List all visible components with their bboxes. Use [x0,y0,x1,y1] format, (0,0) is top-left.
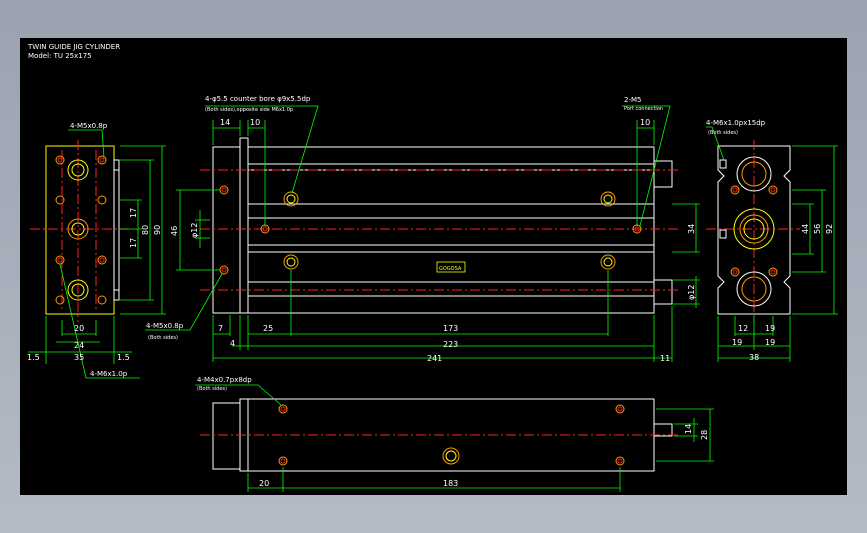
dim-front-4: 4 [230,339,235,348]
front-holes [219,185,642,275]
callout-port: 2-M5 [624,96,641,104]
dim-bottom-183: 183 [443,479,458,488]
callout-counter-bore: 4-φ5.5 counter bore φ9x5.5dp [205,95,311,103]
bottom-end-plate [212,402,241,470]
dim-front-11: 11 [660,354,670,363]
dim-left-17b: 17 [129,238,138,248]
left-view-taps [55,155,107,305]
callout-front-tap: 4-M5x0.8p [70,122,108,130]
dim-front-7: 7 [218,324,223,333]
cad-drawing: TWIN GUIDE JIG CYLINDER Model: TU 25x175 [27,43,838,492]
dim-front-25: 25 [263,324,273,333]
dim-front-241: 241 [427,354,442,363]
front-end-plate [212,146,241,314]
cad-drawing-canvas[interactable]: TWIN GUIDE JIG CYLINDER Model: TU 25x175 [20,38,847,495]
callout-right-tap: 4-M6x1.0px15dp [706,119,766,127]
left-view-bores [67,159,89,301]
callout-side-tap: 4-M5x0.8p [146,322,184,330]
bottom-view: 4-M4x0.7px8dp (Both sides) 14 28 20 183 [195,376,714,492]
front-piston-rod-bottom [653,279,673,305]
right-view-body [717,145,791,315]
callout-port-sub: Port connection [624,106,663,112]
left-end-view: 4-M5x0.8p 4-M6x1.0p 20 24 35 1.5 1.5 17 … [27,122,166,379]
callout-bottom-tap: 4-M4x0.7px8dp [197,376,252,384]
bottom-holes [278,404,625,466]
dim-front-10a: 10 [250,118,260,127]
dim-front-phi12b: φ12 [687,285,696,300]
dim-bottom-14: 14 [684,424,693,434]
dim-front-phi12a: φ12 [190,223,199,238]
left-view-body [45,145,115,315]
front-piston-rod-top [653,160,673,188]
dim-left-90: 90 [153,225,162,235]
dim-right-44: 44 [801,224,810,234]
drawing-title: TWIN GUIDE JIG CYLINDER [27,43,120,51]
dim-right-19a: 19 [765,324,775,333]
dim-bottom-20: 20 [259,479,269,488]
dim-front-14: 14 [220,118,230,127]
brand-logo-text: GOGOSA [439,266,462,272]
dim-front-223: 223 [443,340,458,349]
dim-left-24: 24 [74,341,84,350]
dim-bottom-28: 28 [700,430,709,440]
callout-front-tap-bottom: 4-M6x1.0p [90,370,128,378]
front-view: GOGOSA [145,95,700,363]
dim-right-12: 12 [738,324,748,333]
dim-left-1-5b: 1.5 [117,353,130,362]
dim-right-19c: 19 [765,338,775,347]
front-flange [239,137,249,314]
front-body [247,146,655,314]
bottom-rod [653,423,673,437]
callout-counter-bore-sub: (Both sides),opposite side M6x1.0p [205,107,293,113]
dim-left-17a: 17 [129,208,138,218]
dim-front-34: 34 [687,224,696,234]
callout-side-tap-sub: (Both sides) [148,335,178,341]
drawing-model: Model: TU 25x175 [28,52,92,60]
callout-right-tap-sub: (Both sides) [708,130,738,136]
dim-left-80: 80 [141,225,150,235]
right-view-taps [719,159,778,277]
left-view-edge [113,159,120,301]
callout-bottom-tap-sub: (Both sides) [197,386,227,392]
dim-right-56: 56 [813,224,822,234]
dim-right-19b: 19 [732,338,742,347]
dim-left-35: 35 [74,353,84,362]
dim-right-92: 92 [825,224,834,234]
dim-right-38: 38 [749,353,759,362]
dim-front-10b: 10 [640,118,650,127]
dim-left-1-5a: 1.5 [27,353,40,362]
right-end-view: 4-M6x1.0px15dp (Both sides) 44 56 92 12 … [706,119,838,362]
dim-left-20: 20 [74,324,84,333]
right-view-bores [733,156,775,307]
dim-front-173: 173 [443,324,458,333]
dim-front-46: 46 [170,226,179,236]
brand-logo [436,261,466,273]
